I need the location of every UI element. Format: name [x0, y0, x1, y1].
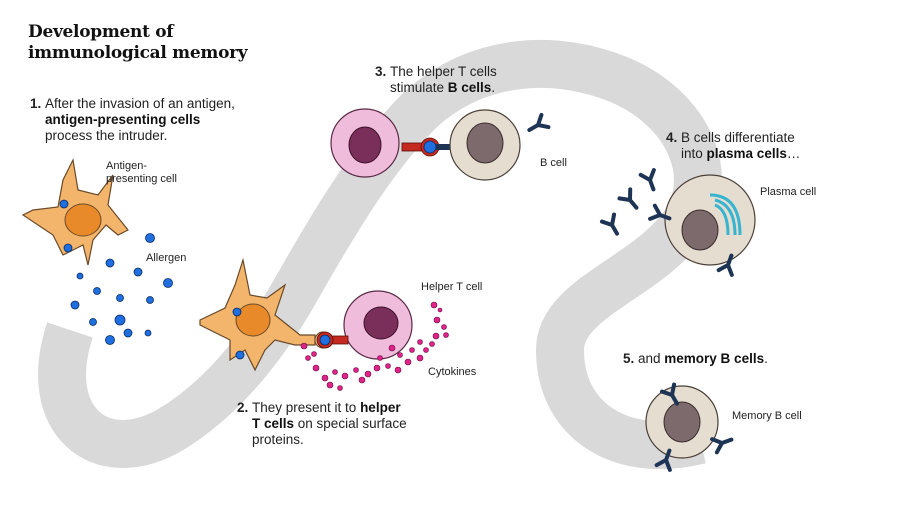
cytokine-dot	[312, 364, 320, 372]
allergen-dot	[144, 329, 152, 337]
cytokine-dot	[430, 301, 438, 309]
cytokine-dot	[441, 324, 447, 330]
cytokine-dot	[385, 363, 391, 369]
cytokine-dot	[404, 358, 412, 366]
allergen-dot	[146, 296, 154, 304]
plasma-cell	[664, 174, 756, 266]
helper-t-cell-upper	[330, 108, 400, 178]
allergen-dot	[93, 287, 101, 295]
cytokine-dot	[373, 364, 381, 372]
antibody-icon	[617, 187, 639, 210]
step-5-text: 5. and memory B cells.	[623, 351, 768, 366]
antibody-icon	[659, 382, 679, 406]
antibody-icon	[638, 168, 656, 192]
cytokine-dot	[321, 374, 329, 382]
step-2-text: 2. They present it to helper T cells on …	[237, 400, 407, 447]
label-plasma-cell: Plasma cell	[760, 186, 817, 198]
label-antigen-presenting-cell: Antigen- presenting cell	[106, 160, 177, 185]
cytokine-dot	[388, 344, 396, 352]
memory-b-cell	[645, 385, 719, 459]
allergen-dot	[105, 258, 115, 268]
antibody-icon	[599, 212, 619, 236]
endoplasmic-reticulum	[709, 193, 742, 236]
receptor-complex-lower	[316, 331, 349, 349]
cytokine-dot	[332, 369, 338, 375]
step-3-text: 3. The helper T cells stimulate B cells.	[375, 64, 497, 95]
cytokine-dot	[397, 352, 403, 358]
cytokine-dot	[305, 355, 311, 361]
allergen-particles	[70, 233, 173, 345]
allergen-dot	[89, 318, 97, 326]
allergen-dot	[114, 314, 126, 326]
antigen-presenting-cell-1	[21, 158, 129, 266]
cytokine-dot	[432, 332, 440, 340]
antibody-icon	[654, 448, 672, 472]
cytokine-dot	[443, 332, 449, 338]
label-memory-b-cell: Memory B cell	[732, 410, 802, 422]
cytokine-particles	[300, 301, 449, 391]
allergen-dot	[123, 328, 133, 338]
allergen-dot	[116, 294, 124, 302]
antibody-icon	[716, 253, 734, 277]
cytokine-dot	[429, 341, 435, 347]
cytokine-dot	[300, 342, 308, 350]
cytokine-dot	[364, 370, 372, 378]
cytokine-dot	[337, 385, 343, 391]
antibody-icon	[648, 203, 672, 221]
process-path	[38, 40, 722, 470]
cytokine-dot	[358, 376, 366, 384]
label-b-cell: B cell	[540, 157, 567, 169]
cytokine-dot	[326, 381, 334, 389]
helper-t-cell-lower	[343, 290, 413, 360]
cytokine-dot	[416, 354, 424, 362]
label-allergen: Allergen	[146, 252, 187, 264]
antibody-icon	[710, 437, 734, 455]
cytokine-dot	[311, 351, 317, 357]
receptor-complex-upper	[401, 137, 457, 157]
allergen-dot	[145, 233, 155, 243]
antibody-group	[527, 112, 734, 472]
cytokine-dot	[417, 339, 423, 345]
cytokine-dot	[394, 366, 402, 374]
label-cytokines: Cytokines	[428, 366, 477, 378]
antibody-icon	[527, 112, 551, 132]
cytokine-dot	[409, 347, 415, 353]
step-4-text: 4. B cells differentiate into plasma cel…	[666, 130, 801, 161]
cytokine-dot	[433, 316, 441, 324]
allergen-dot	[76, 272, 84, 280]
allergen-dot	[133, 267, 143, 277]
cytokine-dot	[437, 307, 443, 313]
allergen-dot	[163, 278, 173, 288]
page-title: Development of immunological memory	[28, 22, 248, 63]
label-helper-t-cell: Helper T cell	[421, 281, 483, 293]
step-1-text: 1. After the invasion of an antigen, ant…	[30, 96, 235, 143]
allergen-dot	[70, 300, 80, 310]
b-cell	[449, 109, 521, 181]
cytokine-dot	[353, 367, 359, 373]
cytokine-dot	[341, 372, 349, 380]
cytokine-dot	[423, 347, 429, 353]
cytokine-dot	[377, 355, 383, 361]
allergen-dot	[105, 335, 115, 345]
